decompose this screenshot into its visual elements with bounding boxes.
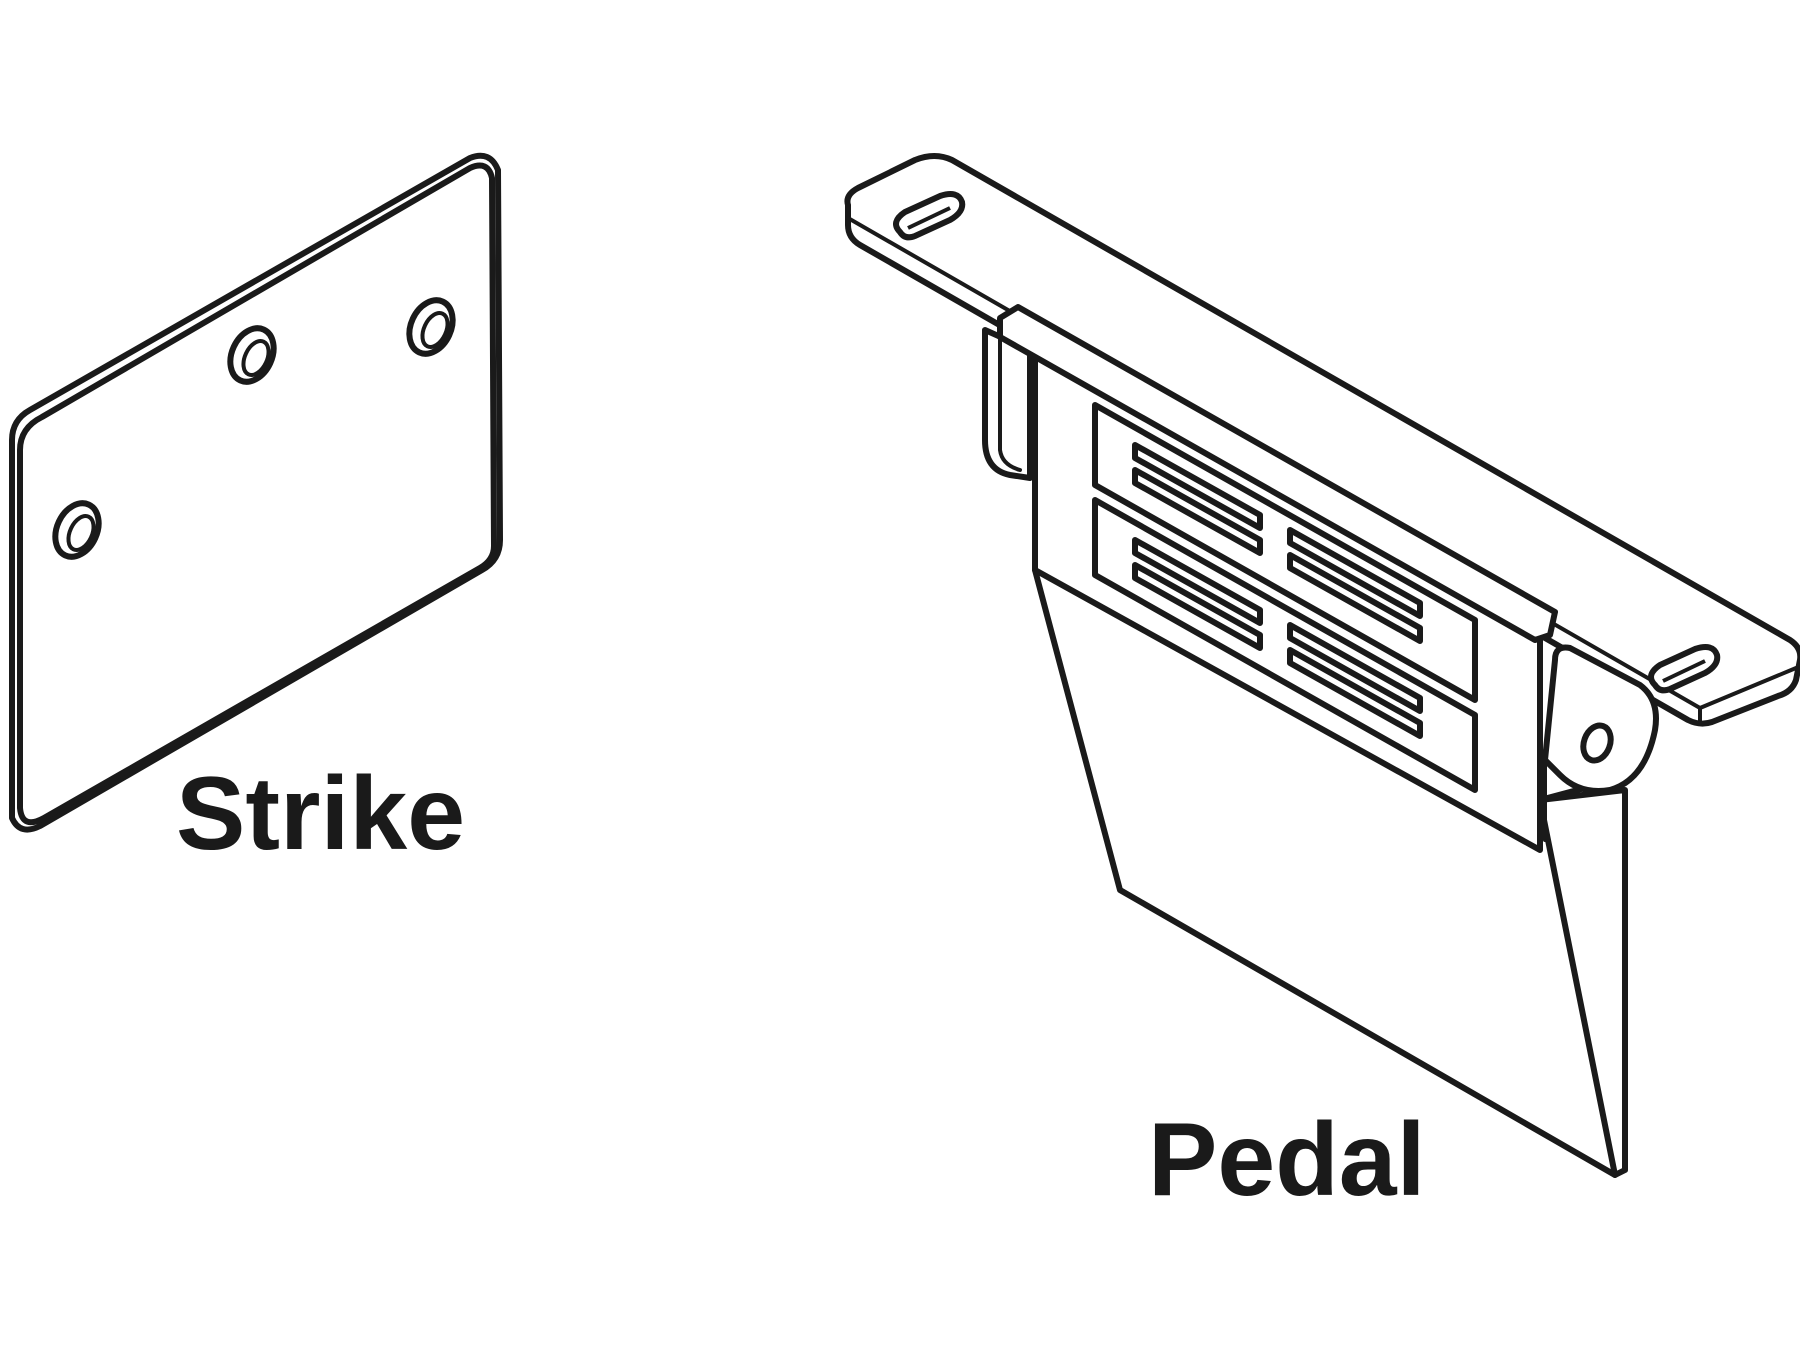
pedal-left-tab [982, 327, 1033, 481]
screw-hole-icon [227, 325, 277, 385]
strike-plate-face [17, 162, 497, 826]
screw-hole-icon [406, 297, 456, 357]
pedal-part [844, 153, 1800, 1178]
screw-hole-icon [52, 500, 102, 560]
mounting-slot-icon [893, 191, 966, 241]
mounting-slot-icon [1648, 644, 1721, 694]
strike-plate [9, 152, 503, 833]
strike-label: Strike [176, 756, 466, 872]
pedal-right-bracket [1542, 644, 1659, 794]
pedal-front-lip [997, 304, 1558, 643]
magnet-bars [1132, 442, 1423, 739]
pivot-hole-icon [1580, 722, 1614, 764]
pedal-label: Pedal [1148, 1102, 1426, 1218]
pedal-mounting-rail [844, 153, 1800, 727]
